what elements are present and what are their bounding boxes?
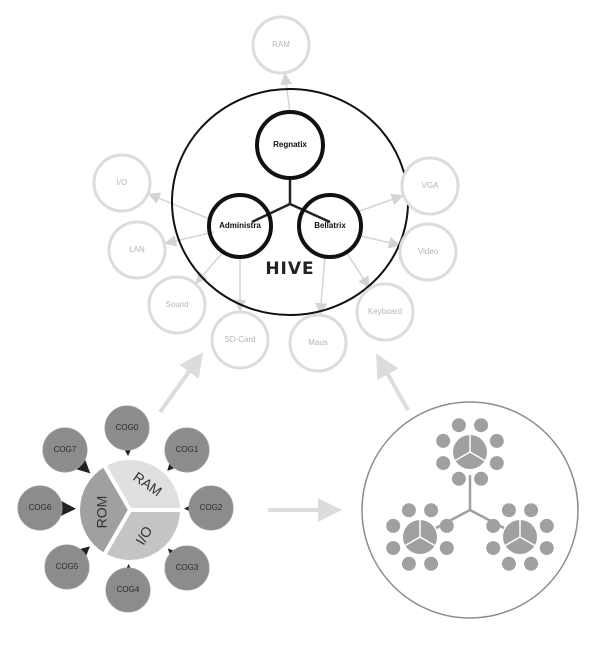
cog-node[interactable] [188, 485, 234, 531]
peripheral-label: Keyboard [368, 307, 402, 316]
mini-divider [454, 451, 471, 462]
cog-label: COG6 [29, 503, 52, 512]
connection-arrow [344, 249, 370, 289]
mini-cog [386, 541, 401, 556]
peripheral-label: VGA [422, 181, 440, 190]
flow-arrows [158, 352, 410, 522]
mini-cog [439, 541, 454, 556]
cog-label: COG1 [176, 445, 199, 454]
connection-arrow [356, 193, 404, 213]
cog-node[interactable] [104, 405, 150, 451]
peripheral-node[interactable] [400, 156, 460, 216]
mini-cog [401, 556, 416, 571]
connection-arrow [147, 192, 213, 221]
peripheral-node[interactable] [107, 220, 167, 280]
mini-cog [539, 541, 554, 556]
cog-label: COG3 [176, 563, 199, 572]
core-node[interactable] [297, 193, 363, 259]
cog-label: COG5 [56, 562, 79, 571]
cog-label: COG7 [54, 445, 77, 454]
mini-cog [524, 503, 539, 518]
peripheral-node[interactable] [251, 15, 311, 75]
core-label: Administra [219, 221, 261, 230]
mini-cog [436, 456, 451, 471]
mini-cog [451, 418, 466, 433]
cog-node[interactable] [44, 544, 90, 590]
mini-cog [439, 518, 454, 533]
connection-arrow [280, 72, 293, 114]
mini-divider [469, 451, 486, 462]
connection-arrow [164, 231, 215, 247]
rom-segment [76, 462, 133, 558]
hive-summary-outline [361, 401, 579, 619]
mini-cog [474, 418, 489, 433]
peripheral-node[interactable] [147, 275, 207, 335]
propeller-group: RAMROMI/OCOG0COG1COG2COG3COG4COG5COG6COG… [17, 405, 234, 613]
hive-logo: HIVE [265, 259, 314, 279]
cog-label: COG4 [117, 585, 140, 594]
peripheral-label: Sound [165, 300, 188, 309]
mini-cog [386, 518, 401, 533]
cog-label: COG2 [200, 503, 223, 512]
mini-cog [436, 433, 451, 448]
mini-cog [451, 471, 466, 486]
mini-cog [489, 433, 504, 448]
connection-arrow [315, 254, 328, 316]
peripheral-label: I/O [117, 178, 128, 187]
cog-node[interactable] [17, 485, 63, 531]
peripheral-node[interactable] [355, 282, 415, 342]
mini-cog [501, 503, 516, 518]
peripheral-node[interactable] [92, 153, 152, 213]
mini-cog [539, 518, 554, 533]
peripheral-node[interactable] [398, 222, 458, 282]
cog-arrow [73, 456, 91, 474]
rom-segment-label: ROM [94, 496, 110, 529]
cog-node[interactable] [42, 427, 88, 473]
cog-arrow [72, 546, 90, 563]
mini-cog [424, 503, 439, 518]
cog-node[interactable] [164, 545, 210, 591]
core-label: Bellatrix [314, 221, 346, 230]
peripheral-label: LAN [129, 245, 145, 254]
core-node[interactable] [207, 193, 273, 259]
mini-cog [524, 556, 539, 571]
peripheral-label: Maus [308, 338, 328, 347]
core-bus [251, 176, 331, 224]
mini-cog [486, 518, 501, 533]
peripheral-node[interactable] [288, 313, 348, 373]
cog-node[interactable] [164, 427, 210, 473]
core-node[interactable] [255, 110, 325, 180]
mini-cog [401, 503, 416, 518]
mini-divider [419, 536, 436, 547]
peripheral-node[interactable] [210, 310, 270, 370]
flow-arrow [376, 353, 410, 411]
peripheral-label: RAM [272, 40, 290, 49]
hive-summary-group [361, 401, 579, 619]
peripheral-label: SD-Card [224, 335, 255, 344]
cog-label: COG0 [116, 423, 139, 432]
mini-cog [486, 541, 501, 556]
mini-divider [504, 536, 521, 547]
connection-arrow [356, 234, 401, 249]
mini-cog [501, 556, 516, 571]
mini-divider [404, 536, 421, 547]
cog-node[interactable] [105, 567, 151, 613]
mini-cog [489, 456, 504, 471]
core-label: Regnatix [273, 140, 307, 149]
peripheral-label: Video [418, 247, 439, 256]
mini-cog [474, 471, 489, 486]
mini-cog [424, 556, 439, 571]
mini-divider [519, 536, 536, 547]
flow-arrow [158, 352, 204, 414]
